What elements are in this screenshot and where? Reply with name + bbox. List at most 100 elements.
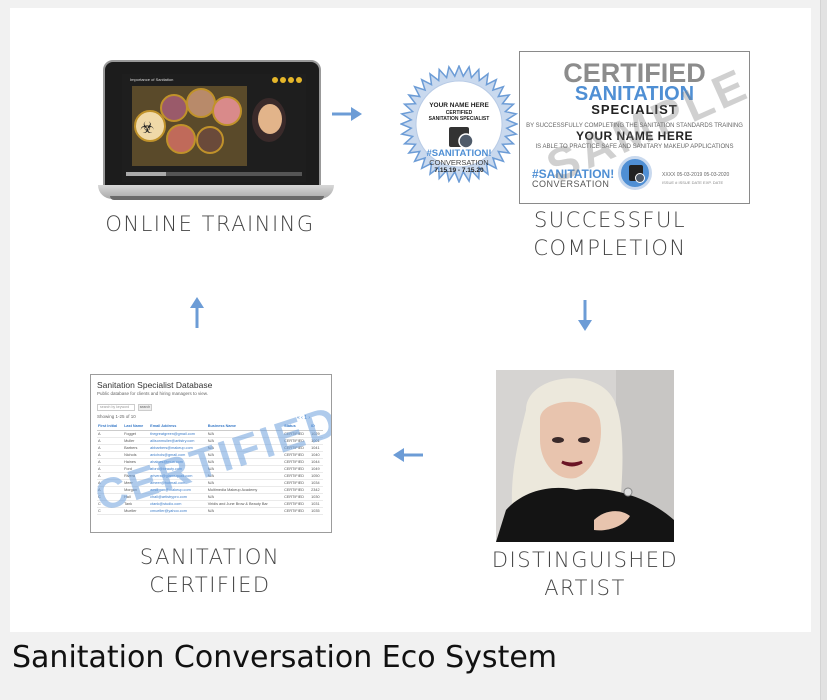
table-cell: Nichols: [123, 451, 150, 459]
table-cell: Haines: [123, 458, 150, 466]
step-label-line: DISTINGUISHED: [491, 548, 679, 572]
table-cell[interactable]: ahaines@mua.com: [149, 458, 207, 466]
database-subtitle: Public database for clients and hiring m…: [97, 391, 209, 396]
table-cell: A: [97, 479, 124, 487]
seal-hashtag: #SANITATION!: [426, 148, 492, 159]
step-label-online-training: ONLINE TRAINING: [90, 210, 330, 238]
table-cell: Mueller: [123, 507, 150, 515]
table-cell: C: [97, 493, 124, 501]
table-cell: A: [97, 437, 124, 445]
seal-conversation: CONVERSATION: [429, 158, 489, 167]
table-cell: N/A: [206, 430, 284, 438]
arrow-up-icon: [190, 297, 204, 328]
table-column-header[interactable]: First Initial: [97, 423, 124, 431]
table-cell: 1044: [310, 458, 323, 466]
certificate-conversation: CONVERSATION: [532, 179, 610, 189]
table-cell: A: [97, 444, 124, 452]
table-cell: N/A: [206, 444, 284, 452]
table-cell[interactable]: abbarbers@makeup.com: [149, 444, 207, 452]
table-cell[interactable]: thegreatgreen@gmail.com: [149, 430, 207, 438]
step-label-line: ARTIST: [544, 576, 626, 600]
table-cell: C: [97, 507, 124, 515]
table-cell: 1049: [310, 465, 323, 473]
specialist-database-screenshot: Sanitation Specialist Database Public da…: [90, 374, 332, 533]
table-cell[interactable]: allisonmuller@artistry.com: [149, 437, 207, 445]
table-cell: 1040: [310, 451, 323, 459]
table-cell: 1031: [310, 500, 323, 508]
certificate-meta-values: XXXX 05-03-2019 05-03-2020: [662, 172, 730, 178]
table-cell: CERTIFIED: [283, 507, 311, 515]
table-cell: Ford: [123, 465, 150, 473]
table-column-header[interactable]: ID: [310, 423, 323, 431]
table-cell: 1034: [310, 479, 323, 487]
table-cell[interactable]: chall@artistrypro.com: [149, 493, 207, 501]
step-label-line: SANITATION: [139, 545, 281, 569]
table-cell: N/A: [206, 479, 284, 487]
sample-certificate: CERTIFIED SANITATION SPECIALIST BY SUCCE…: [519, 51, 750, 204]
certificate-statement: BY SUCCESSFULLY COMPLETING THE SANITATIO…: [526, 123, 743, 129]
table-cell: CERTIFIED: [283, 458, 311, 466]
table-cell[interactable]: arivera@glamsquad.com: [149, 472, 207, 480]
table-cell[interactable]: amorgan@makeup.com: [149, 486, 207, 494]
biohazard-icon: ☣: [140, 118, 155, 137]
table-cell[interactable]: ameer@hotmail.com: [149, 479, 207, 487]
certified-seal-badge: YOUR NAME HERE CERTIFIED SANITATION SPEC…: [399, 64, 519, 184]
table-cell[interactable]: anichols@gmail.com: [149, 451, 207, 459]
table-cell: CERTIFIED: [283, 479, 311, 487]
table-cell: 1041: [310, 444, 323, 452]
table-cell: CERTIFIED: [283, 486, 311, 494]
table-column-header[interactable]: Status: [283, 423, 311, 431]
certificate-seal-icon: [618, 156, 652, 190]
table-cell: C: [97, 500, 124, 508]
table-cell[interactable]: cmueller@yahoo.com: [149, 507, 207, 515]
database-title: Sanitation Specialist Database: [97, 380, 213, 390]
certificate-heading-specialist: SPECIALIST: [591, 102, 678, 117]
step-label-line: ONLINE TRAINING: [105, 212, 315, 236]
step-label-successful-completion: SUCCESSFUL COMPLETION: [490, 206, 730, 262]
certificate-hashtag: #SANITATION!: [532, 167, 615, 181]
table-cell: CERTIFIED: [283, 465, 311, 473]
table-cell: A: [97, 451, 124, 459]
table-cell: Viridis and June Brow & Beauty Bar: [206, 500, 284, 508]
table-cell: N/A: [206, 507, 284, 515]
table-cell: CERTIFIED: [283, 500, 311, 508]
table-cell: Muller: [123, 437, 150, 445]
table-cell: 1050: [310, 472, 323, 480]
table-column-header[interactable]: Last Name: [123, 423, 150, 431]
table-cell: Rivera: [123, 472, 150, 480]
table-cell: Multimedia Makeup Academy: [206, 486, 284, 494]
table-cell: CERTIFIED: [283, 444, 311, 452]
table-cell[interactable]: aford@beauty.com: [149, 465, 207, 473]
table-cell: Meer: [123, 479, 150, 487]
table-column-header[interactable]: Email Address: [149, 423, 207, 431]
database-search-button[interactable]: search: [138, 404, 152, 411]
database-pagination-icon[interactable]: « ‹ 1 ›: [297, 415, 311, 421]
arrow-right-icon: [332, 107, 362, 121]
certificate-ability: IS ABLE TO PRACTICE SAFE AND SANITARY MA…: [535, 144, 734, 150]
seal-specialist: SANITATION SPECIALIST: [428, 116, 490, 122]
figure-caption: Sanitation Conversation Eco System: [12, 640, 558, 675]
arrow-down-icon: [578, 300, 592, 331]
table-column-header[interactable]: Business Name: [206, 423, 284, 431]
seal-certified: CERTIFIED: [445, 110, 473, 116]
certificate-heading-certified: CERTIFIED: [563, 58, 706, 88]
table-cell: N/A: [206, 451, 284, 459]
seal-dates: 7.15.19 - 7.15.20: [434, 167, 484, 174]
page-scrollbar[interactable]: [820, 0, 827, 700]
table-cell: N/A: [206, 437, 284, 445]
database-search-input[interactable]: search by keyword: [97, 404, 135, 411]
table-cell: CERTIFIED: [283, 472, 311, 480]
table-cell[interactable]: ctank@studio.com: [149, 500, 207, 508]
step-label-line: SUCCESSFUL: [533, 208, 687, 232]
arrow-left-icon: [393, 448, 423, 462]
seal-name: YOUR NAME HERE: [429, 102, 489, 109]
table-cell: 1001: [310, 437, 323, 445]
